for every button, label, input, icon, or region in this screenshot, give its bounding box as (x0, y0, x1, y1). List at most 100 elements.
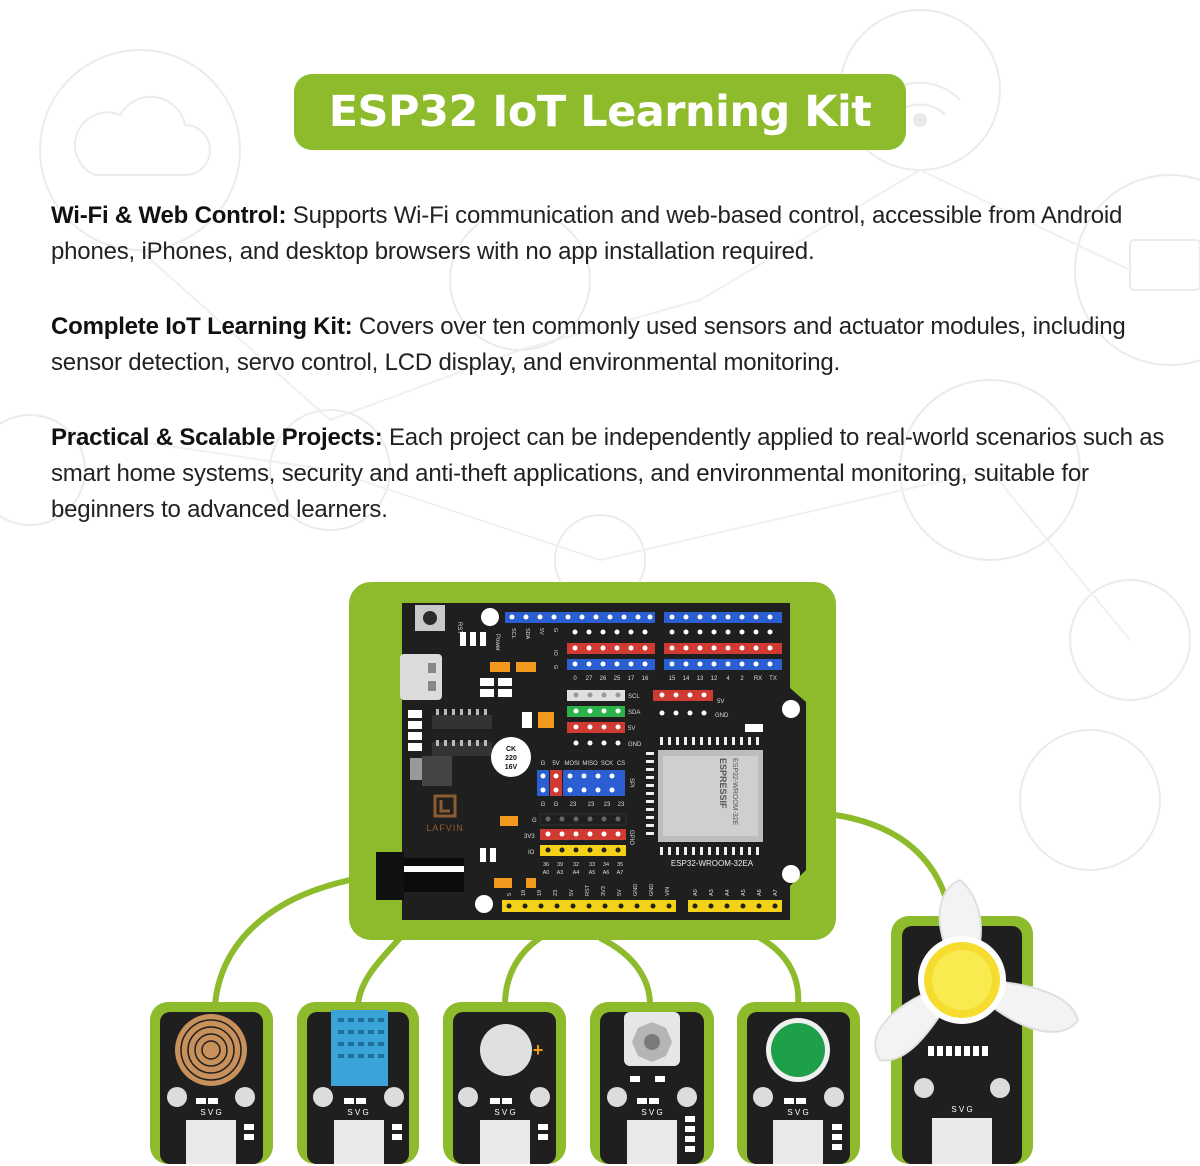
svg-text:27: 27 (586, 676, 593, 682)
svg-text:S V G: S V G (200, 1108, 221, 1117)
module-buzzer: + S V G (443, 1002, 566, 1164)
chip-label: ESP32-WROOM-32EA (671, 859, 754, 868)
feature-list: Wi-Fi & Web Control: Supports Wi-Fi comm… (51, 198, 1171, 567)
svg-text:A0: A0 (543, 870, 550, 876)
svg-text:12: 12 (711, 676, 718, 682)
feature-projects: Practical & Scalable Projects: Each proj… (51, 420, 1171, 528)
power-header (653, 690, 713, 701)
svg-text:S V G: S V G (641, 1108, 662, 1117)
svg-text:G: G (552, 628, 558, 632)
usb-port (400, 654, 442, 700)
i2c-header (567, 690, 625, 701)
svg-text:19: 19 (537, 890, 543, 896)
svg-text:G: G (532, 818, 537, 824)
rst-label: RST (456, 622, 462, 634)
feature-heading: Practical & Scalable Projects: (51, 424, 383, 451)
cloud-icon (74, 95, 211, 176)
svg-text:SCL: SCL (510, 628, 516, 639)
svg-text:A7: A7 (773, 889, 779, 896)
svg-text:14: 14 (683, 676, 690, 682)
svg-text:CS: CS (617, 761, 625, 767)
header-pin-holes (509, 614, 773, 667)
svg-text:23: 23 (604, 802, 611, 808)
svg-text:G: G (541, 802, 546, 808)
svg-text:IO: IO (552, 650, 558, 657)
gpio-header-io (540, 845, 626, 856)
svg-text:SDA: SDA (628, 710, 640, 716)
svg-text:CK: CK (506, 746, 516, 753)
svg-text:RX: RX (754, 676, 762, 682)
svg-text:A4: A4 (573, 870, 580, 876)
svg-text:39: 39 (557, 862, 563, 868)
mount-hole (782, 865, 800, 883)
svg-text:23: 23 (618, 802, 625, 808)
svg-text:32: 32 (573, 862, 579, 868)
dc-jack (376, 852, 404, 900)
svg-text:16: 16 (642, 676, 649, 682)
svg-text:MOSI: MOSI (564, 761, 580, 767)
svg-text:SDA: SDA (524, 628, 530, 640)
capacitor (491, 737, 531, 777)
chip-model: ESP32-WROOM-32E (731, 758, 738, 826)
svg-text:A3: A3 (709, 889, 715, 896)
bottom-header-right (688, 900, 782, 912)
module-touch-sensor: S V G (150, 1002, 273, 1164)
power-label: Power (494, 634, 500, 651)
svg-text:A3: A3 (557, 870, 564, 876)
push-button-icon (771, 1023, 825, 1077)
svg-text:S V G: S V G (494, 1108, 515, 1117)
svg-text:A6: A6 (603, 870, 610, 876)
svg-text:5V: 5V (617, 889, 623, 896)
mount-hole (782, 700, 800, 718)
feature-body: Each project can be independently applie… (51, 424, 1165, 523)
svg-text:23: 23 (588, 802, 595, 808)
svg-text:23: 23 (553, 890, 559, 896)
svg-text:34: 34 (603, 862, 609, 868)
svg-text:36: 36 (543, 862, 549, 868)
mount-hole (475, 895, 493, 913)
feature-wifi: Wi-Fi & Web Control: Supports Wi-Fi comm… (51, 198, 1171, 270)
dht11-housing (331, 1010, 388, 1086)
svg-text:G: G (554, 802, 559, 808)
svg-text:A6: A6 (757, 889, 763, 896)
svg-text:TX: TX (769, 676, 777, 682)
feature-heading: Complete IoT Learning Kit: (51, 313, 353, 340)
svg-text:5V: 5V (717, 699, 724, 705)
module-potentiometer: S V G (590, 1002, 714, 1164)
svg-text:S V G: S V G (347, 1108, 368, 1117)
title-banner: ESP32 IoT Learning Kit (294, 74, 906, 150)
svg-text:G: G (541, 761, 546, 767)
mount-hole (481, 608, 499, 626)
gpio-header-gnd (539, 813, 627, 826)
connection-wires (212, 812, 953, 1006)
svg-text:33: 33 (589, 862, 595, 868)
svg-text:0: 0 (573, 676, 577, 682)
svg-text:5: 5 (507, 893, 513, 896)
svg-text:26: 26 (600, 676, 607, 682)
svg-text:2: 2 (740, 676, 744, 682)
svg-text:5V: 5V (569, 889, 575, 896)
svg-text:VIN: VIN (665, 887, 671, 896)
svg-text:G: G (552, 665, 558, 669)
svg-text:GPIO: GPIO (628, 830, 634, 845)
page-title: ESP32 IoT Learning Kit (328, 87, 872, 137)
svg-text:18: 18 (521, 890, 527, 896)
svg-text:GND: GND (649, 884, 655, 896)
svg-text:A4: A4 (725, 889, 731, 896)
svg-text:A5: A5 (589, 870, 596, 876)
svg-text:GND: GND (628, 742, 642, 748)
svg-text:220: 220 (505, 755, 517, 762)
chip-brand: ESPRESSIF (718, 758, 728, 809)
svg-text:35: 35 (617, 862, 623, 868)
svg-text:3V3: 3V3 (601, 886, 607, 896)
brand-logo (433, 794, 457, 818)
top-header-red (567, 643, 655, 654)
brand-name: LAFVIN (426, 823, 464, 833)
svg-text:5V: 5V (628, 726, 635, 732)
svg-text:A7: A7 (617, 870, 624, 876)
module-fan: S V G (874, 878, 1080, 1164)
feature-kit: Complete IoT Learning Kit: Covers over t… (51, 309, 1171, 381)
buzzer-icon (480, 1024, 532, 1076)
